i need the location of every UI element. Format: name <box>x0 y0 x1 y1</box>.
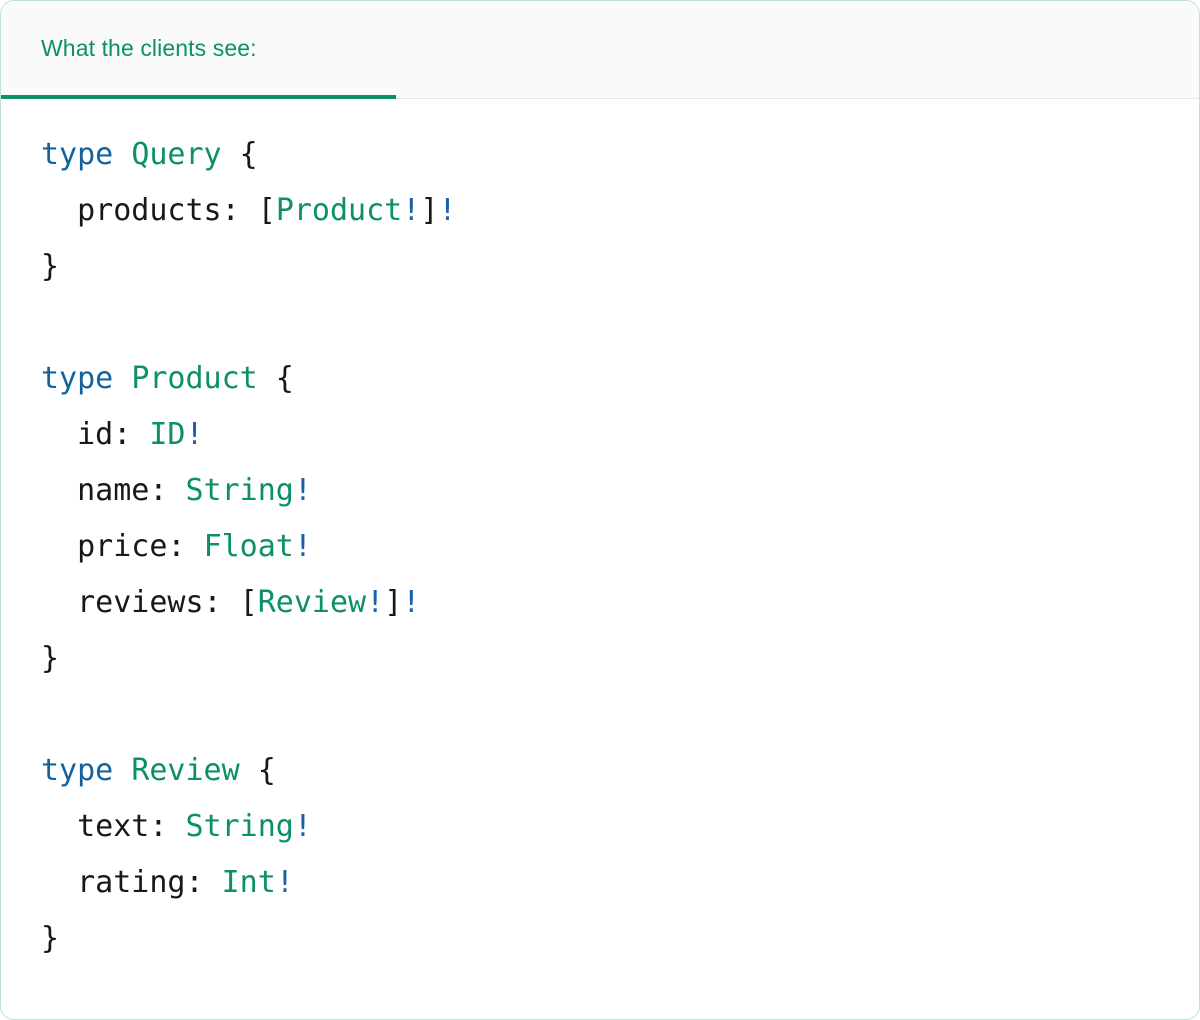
code-line: } <box>41 911 1159 967</box>
code-line: type Review { <box>41 743 1159 799</box>
code-token-bang: ! <box>275 865 294 900</box>
code-line: } <box>41 631 1159 687</box>
code-token-kw: type <box>41 753 114 788</box>
code-viewer[interactable]: type Query { products: [Product!]! } typ… <box>1 99 1199 1019</box>
code-token-punct: } <box>41 641 60 676</box>
code-token-type: Float <box>203 529 294 564</box>
code-token-type: ID <box>149 417 186 452</box>
code-token-punct: } <box>41 249 60 284</box>
code-line: price: Float! <box>41 519 1159 575</box>
code-line: rating: Int! <box>41 855 1159 911</box>
code-token-bang: ! <box>438 193 457 228</box>
code-line: reviews: [Review!]! <box>41 575 1159 631</box>
graphql-schema-code: type Query { products: [Product!]! } typ… <box>41 127 1159 967</box>
code-line: } <box>41 239 1159 295</box>
code-token-punct <box>113 361 131 396</box>
code-token-field: id: <box>41 417 150 452</box>
code-token-field: name: <box>41 473 186 508</box>
code-token-punct: ] <box>420 193 439 228</box>
code-token-field: text: <box>41 809 186 844</box>
code-token-punct: } <box>41 921 60 956</box>
tab-bar: What the clients see: <box>1 1 1199 99</box>
code-line: text: String! <box>41 799 1159 855</box>
code-token-bang: ! <box>402 193 421 228</box>
code-line: id: ID! <box>41 407 1159 463</box>
code-token-bang: ! <box>366 585 385 620</box>
code-token-type: Int <box>221 865 276 900</box>
code-token-kw: type <box>41 137 114 172</box>
code-root: type Query { products: [Product!]! } typ… <box>41 127 1159 967</box>
code-token-punct: ] <box>384 585 403 620</box>
code-token-type: Product <box>131 361 258 396</box>
code-token-type: Review <box>131 753 240 788</box>
code-token-field: rating: <box>41 865 222 900</box>
code-token-field: products: [ <box>41 193 276 228</box>
code-token-bang: ! <box>293 809 312 844</box>
code-token-punct: { <box>239 753 276 788</box>
code-token-punct: { <box>221 137 258 172</box>
code-token-type: Product <box>275 193 403 228</box>
tab-what-the-clients-see[interactable]: What the clients see: <box>1 1 396 99</box>
code-token-field: reviews: [ <box>41 585 258 620</box>
code-line: type Product { <box>41 351 1159 407</box>
code-token-bang: ! <box>293 473 312 508</box>
code-token-bang: ! <box>185 417 204 452</box>
code-token-kw: type <box>41 361 114 396</box>
code-token-type: Query <box>131 137 222 172</box>
code-token-punct: { <box>257 361 294 396</box>
code-token-bang: ! <box>293 529 312 564</box>
code-line <box>41 295 1159 351</box>
code-line: products: [Product!]! <box>41 183 1159 239</box>
code-line: type Query { <box>41 127 1159 183</box>
code-token-type: String <box>185 473 294 508</box>
code-line <box>41 687 1159 743</box>
code-token-bang: ! <box>402 585 421 620</box>
tab-bar-filler <box>396 1 1199 98</box>
code-token-type: String <box>185 809 294 844</box>
code-token-punct <box>113 137 131 172</box>
code-token-field: price: <box>41 529 204 564</box>
code-line: name: String! <box>41 463 1159 519</box>
code-token-punct <box>113 753 131 788</box>
code-token-type: Review <box>257 585 367 620</box>
tab-label: What the clients see: <box>41 34 257 61</box>
